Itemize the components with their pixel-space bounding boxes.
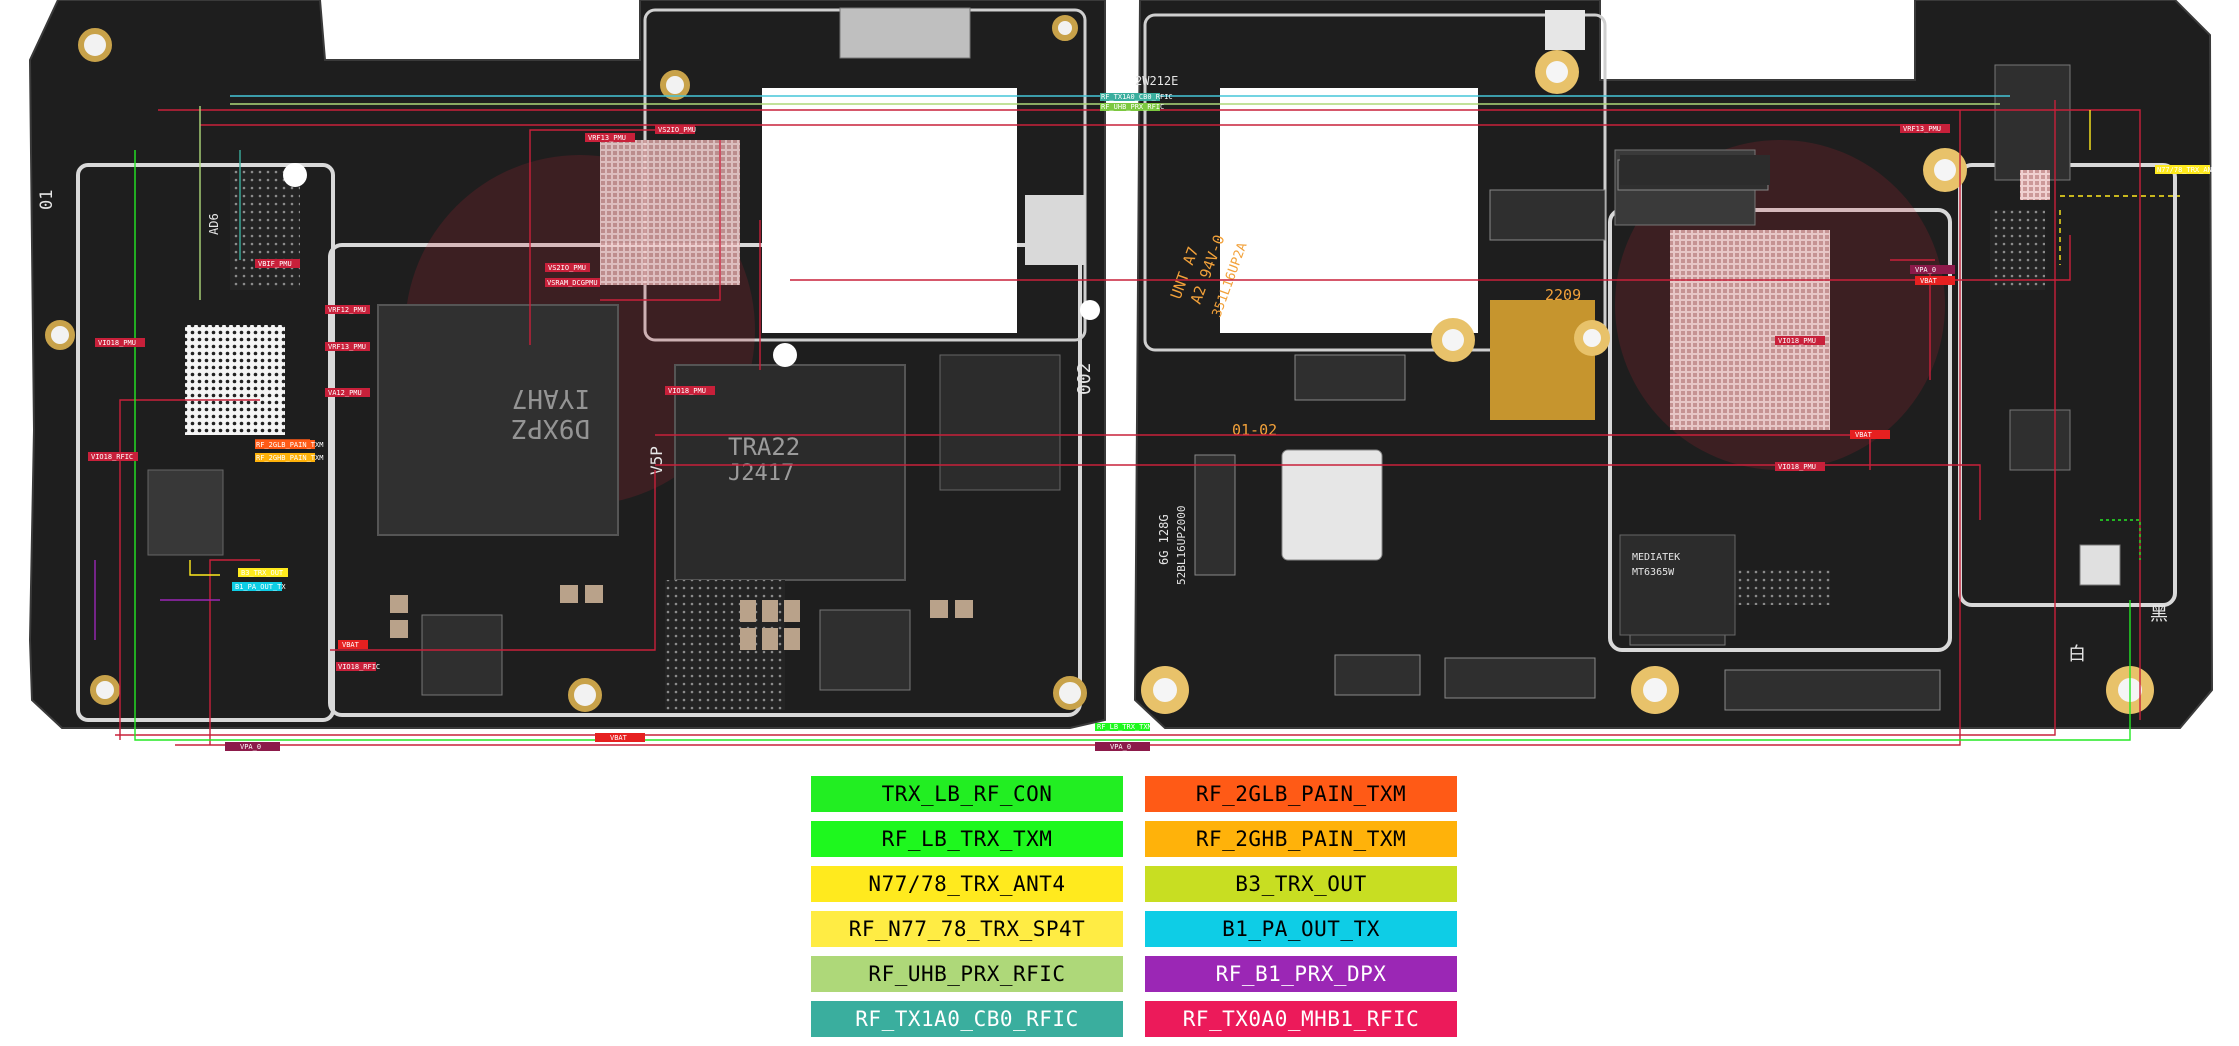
silk-2w212e: 2W212E [1135, 74, 1178, 88]
signal-traces [94, 95, 2180, 746]
svg-text:B1_PA_OUT_TX: B1_PA_OUT_TX [235, 583, 286, 591]
net-tag: VPA_0 [225, 742, 280, 751]
legend-item: RF_2GLB_PAIN_TXM [1145, 776, 1457, 812]
svg-text:VPA_0: VPA_0 [240, 743, 261, 751]
silk-v5p: V5P [647, 446, 666, 475]
net-tag: VBAT [595, 733, 645, 742]
silk-ad6: AD6 [207, 213, 221, 235]
net-tag: VIO18_PMU [1775, 336, 1825, 345]
svg-text:VBAT: VBAT [610, 734, 628, 742]
net-tag: VBAT [1915, 276, 1955, 285]
svg-text:VBAT: VBAT [1855, 431, 1873, 439]
silk-52bl16up2000: 52BL16UP2000 [1175, 506, 1188, 585]
svg-text:VRF13_PMU: VRF13_PMU [588, 134, 626, 142]
legend-item: B1_PA_OUT_TX [1145, 911, 1457, 947]
legend-item: RF_TX0A0_MHB1_RFIC [1145, 1001, 1457, 1037]
net-tag: VRF13_PMU [585, 133, 635, 142]
legend-item: B3_TRX_OUT [1145, 866, 1457, 902]
silk-hei: 黑 [2150, 604, 2168, 625]
net-tag: VPA_0 [1095, 742, 1150, 751]
silk-mediatek: MEDIATEK [1632, 552, 1680, 563]
legend-item: RF_LB_TRX_TXM [811, 821, 1123, 857]
net-tag: RF_LB_TRX_TXM [1095, 723, 1152, 731]
silk-d9xpz: D9XPZ [512, 413, 590, 443]
svg-text:RF_LB_TRX_TXM: RF_LB_TRX_TXM [1097, 723, 1152, 731]
net-tag: VIO18_PMU [665, 386, 715, 395]
silk-bai: 白 [2068, 644, 2086, 665]
net-tag: VIO18_PMU [95, 338, 145, 347]
legend-item: RF_TX1A0_CB0_RFIC [811, 1001, 1123, 1037]
svg-text:VRF13_PMU: VRF13_PMU [328, 343, 366, 351]
net-tag: RF_UHB_PRX_RFIC [1100, 103, 1164, 111]
net-tag: VIO18_PMU [1775, 462, 1825, 471]
svg-text:VIO18_PMU: VIO18_PMU [1778, 463, 1816, 471]
net-tag: VBIF_PMU [255, 259, 300, 268]
legend-item: RF_UHB_PRX_RFIC [811, 956, 1123, 992]
net-tag: VSRAM_DCGPMU [545, 278, 600, 287]
left-board: 01 002 TRA22 D9XPZ IYAH7 J2417 AD6 V5P [28, 0, 1106, 729]
legend-item: RF_2GHB_PAIN_TXM [1145, 821, 1457, 857]
pcb-board-svg: 01 002 TRA22 D9XPZ IYAH7 J2417 AD6 V5P [28, 0, 2220, 751]
net-tag: VIO18_RFIC [336, 662, 380, 671]
silk-01: 01 [37, 190, 57, 210]
net-tag: VRF12_PMU [325, 305, 370, 314]
svg-text:RF_2GHB_PAIN_TXM: RF_2GHB_PAIN_TXM [256, 454, 323, 462]
svg-text:VIO18_PMU: VIO18_PMU [1778, 337, 1816, 345]
right-board: 2W212E UNT A7 A2 94V-0 351L16UP2A 2209 0… [1133, 0, 2214, 729]
net-tag: VBAT [338, 640, 368, 649]
svg-text:RF_TX1A0_CB0_RFIC: RF_TX1A0_CB0_RFIC [1101, 93, 1173, 101]
legend-item: N77/78_TRX_ANT4 [811, 866, 1123, 902]
svg-text:B3_TRX_OUT: B3_TRX_OUT [241, 569, 284, 577]
svg-text:N77/78_TRX_ANT4: N77/78_TRX_ANT4 [2157, 166, 2220, 174]
legend-item: TRX_LB_RF_CON [811, 776, 1123, 812]
net-tag: VA12_PMU [325, 388, 370, 397]
svg-text:RF_UHB_PRX_RFIC: RF_UHB_PRX_RFIC [1101, 103, 1164, 111]
pcb-diagram: 01 002 TRA22 D9XPZ IYAH7 J2417 AD6 V5P [28, 0, 2220, 751]
net-tag: N77/78_TRX_ANT4 [2155, 165, 2220, 174]
net-tag: B3_TRX_OUT [238, 568, 288, 577]
net-tag: RF_TX1A0_CB0_RFIC [1100, 93, 1173, 101]
net-tags: VRF13_PMU VS2IO_PMU VRF13_PMU VBAT VBAT … [88, 93, 2220, 751]
legend-item: RF_B1_PRX_DPX [1145, 956, 1457, 992]
silk-iyah7: IYAH7 [512, 383, 590, 413]
silk-002: 002 [1074, 362, 1095, 395]
svg-text:VIO18_PMU: VIO18_PMU [668, 387, 706, 395]
svg-text:VPA_0: VPA_0 [1110, 743, 1131, 751]
net-tag: RF_2GLB_PAIN_TXM [255, 440, 323, 449]
svg-text:VBIF_PMU: VBIF_PMU [258, 260, 292, 268]
svg-text:VPA_0: VPA_0 [1915, 266, 1936, 274]
svg-text:VIO18_RFIC: VIO18_RFIC [91, 453, 133, 461]
net-tag: RF_2GHB_PAIN_TXM [255, 453, 323, 462]
net-tag: VRF13_PMU [325, 342, 370, 351]
net-tag: VRF13_PMU [1900, 124, 1950, 133]
svg-text:VIO18_RFIC: VIO18_RFIC [338, 663, 380, 671]
svg-text:VBAT: VBAT [1920, 277, 1938, 285]
svg-text:RF_2GLB_PAIN_TXM: RF_2GLB_PAIN_TXM [256, 441, 323, 449]
net-tag: VIO18_RFIC [88, 452, 138, 461]
svg-text:VA12_PMU: VA12_PMU [328, 389, 362, 397]
silk-2209: 2209 [1545, 286, 1581, 304]
net-tag: B1_PA_OUT_TX [232, 582, 286, 591]
net-tag: VPA_0 [1910, 265, 1955, 274]
silk-mt6365w: MT6365W [1632, 567, 1675, 578]
svg-text:VRF12_PMU: VRF12_PMU [328, 306, 366, 314]
silk-6g128g: 6G 128G [1157, 514, 1171, 565]
signal-legend: TRX_LB_RF_CON RF_2GLB_PAIN_TXM RF_LB_TRX… [811, 776, 1457, 1040]
silk-tra22: TRA22 [728, 433, 800, 461]
svg-text:VS2IO_PMU: VS2IO_PMU [658, 126, 696, 134]
silk-01-02: 01-02 [1232, 421, 1277, 439]
svg-text:VBAT: VBAT [342, 641, 360, 649]
net-tag: VS2IO_PMU [655, 125, 696, 134]
net-tag: VS2IO_PMU [545, 263, 590, 272]
legend-item: RF_N77_78_TRX_SP4T [811, 911, 1123, 947]
svg-text:VIO18_PMU: VIO18_PMU [98, 339, 136, 347]
net-tag: VBAT [1850, 430, 1890, 439]
svg-text:VSRAM_DCGPMU: VSRAM_DCGPMU [547, 279, 598, 287]
svg-text:VS2IO_PMU: VS2IO_PMU [548, 264, 586, 272]
svg-text:VRF13_PMU: VRF13_PMU [1903, 125, 1941, 133]
